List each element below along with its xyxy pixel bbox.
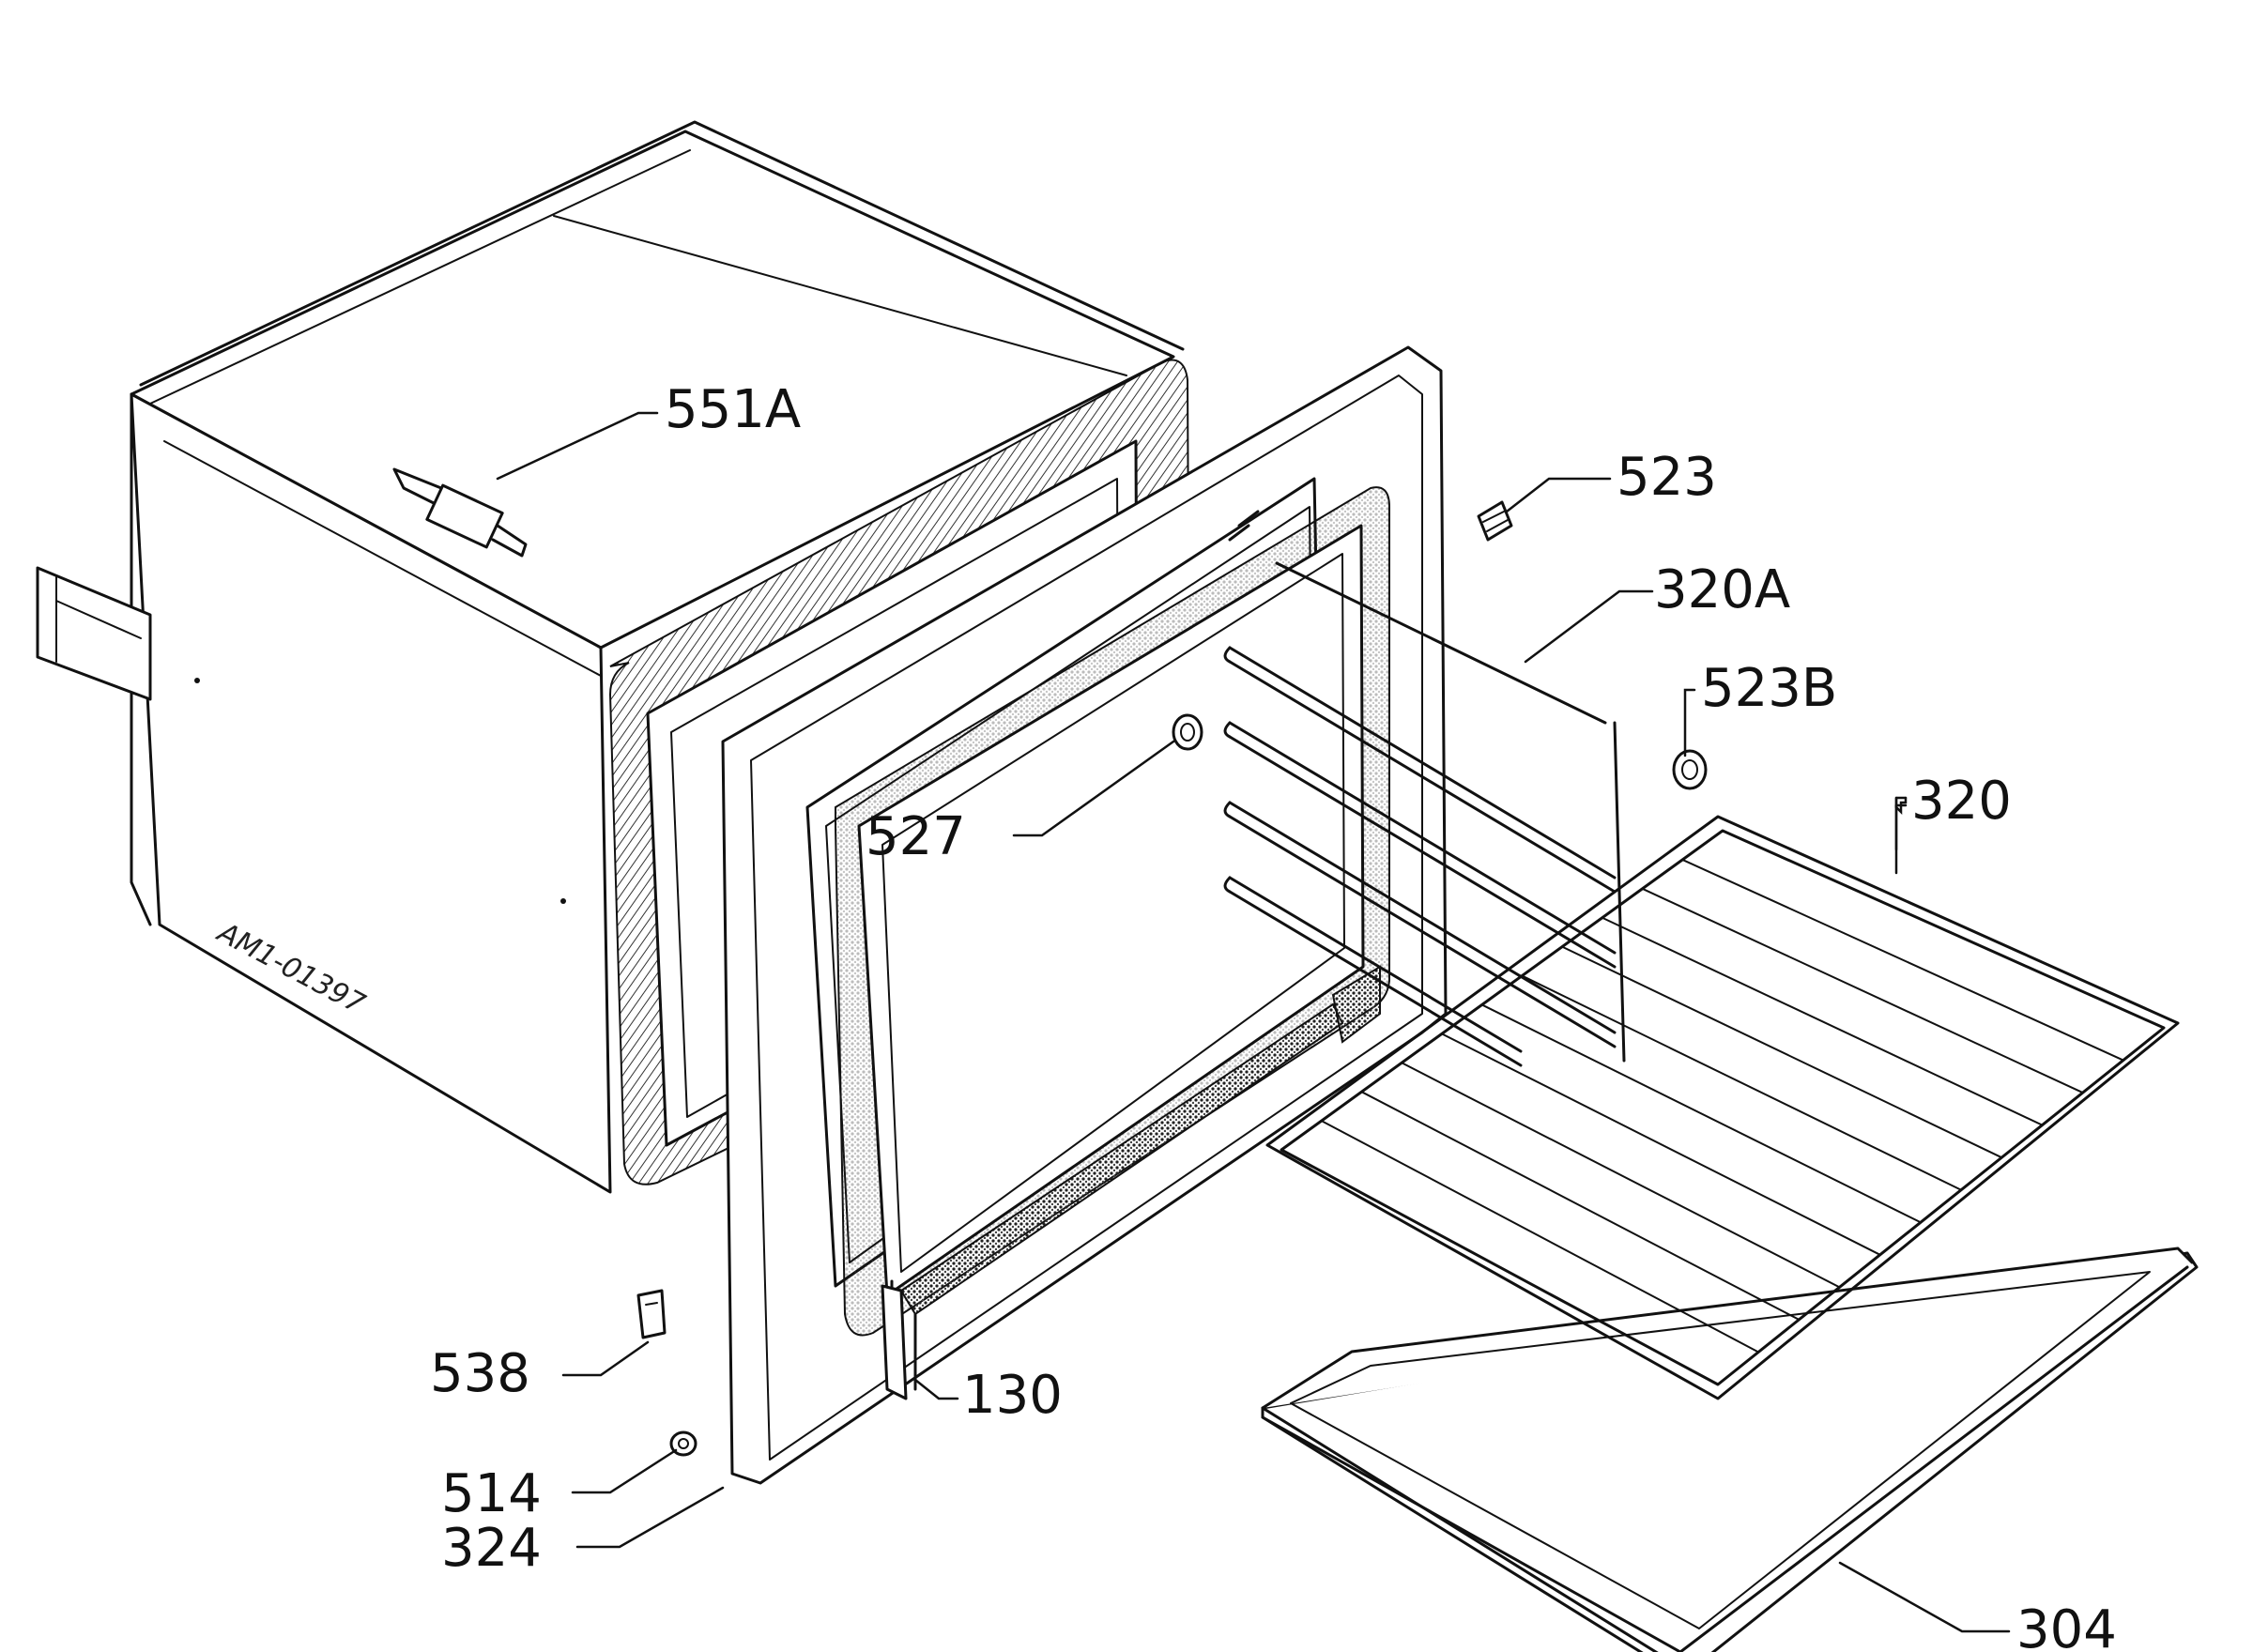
bushing-527 [1172,713,1203,751]
bushing-523b [1672,749,1708,790]
shelf-wire [1360,1091,1801,1321]
callout-514: 514 [441,1463,542,1524]
shelf-wire [1280,1149,1719,1385]
screw-523 [1477,500,1513,542]
baking-tray-304 [1261,1247,2199,1652]
thermostat-sensor-551a [392,467,528,558]
callout-320a: 320A [1654,559,1790,620]
clip-538 [636,1289,667,1339]
shelf-wire [1521,974,1963,1191]
wire-shelf-320 [1265,815,2180,1400]
shelf-wire [1681,858,2124,1062]
front-frame-324 [721,345,1448,1485]
shelf-wire [1401,1062,1841,1289]
callout-523b: 523B [1701,658,1837,719]
callout-320: 320 [1911,771,2012,832]
shelf-wire [1641,887,2084,1094]
callout-527: 527 [866,806,966,867]
shelf-runner-320a [1223,561,1626,1067]
leader-lines [496,411,2011,1633]
shelf-wire [1561,945,2003,1159]
shelf-wire [1480,1003,1922,1224]
callout-304: 304 [2016,1599,2117,1652]
nut-514 [669,1430,697,1457]
shelf-wire [1320,1120,1760,1354]
shelf-wire [1722,830,2165,1029]
callout-130: 130 [962,1365,1063,1426]
callout-523: 523 [1617,447,1717,508]
shelf-wire [1601,916,2044,1126]
callout-538: 538 [430,1343,530,1404]
callout-551a: 551A [665,379,801,440]
shelf-wire [1440,1032,1881,1256]
callout-labels: 551A 523 320A 523B 320 527 538 130 514 3… [430,379,2117,1652]
callout-324: 324 [441,1518,542,1579]
